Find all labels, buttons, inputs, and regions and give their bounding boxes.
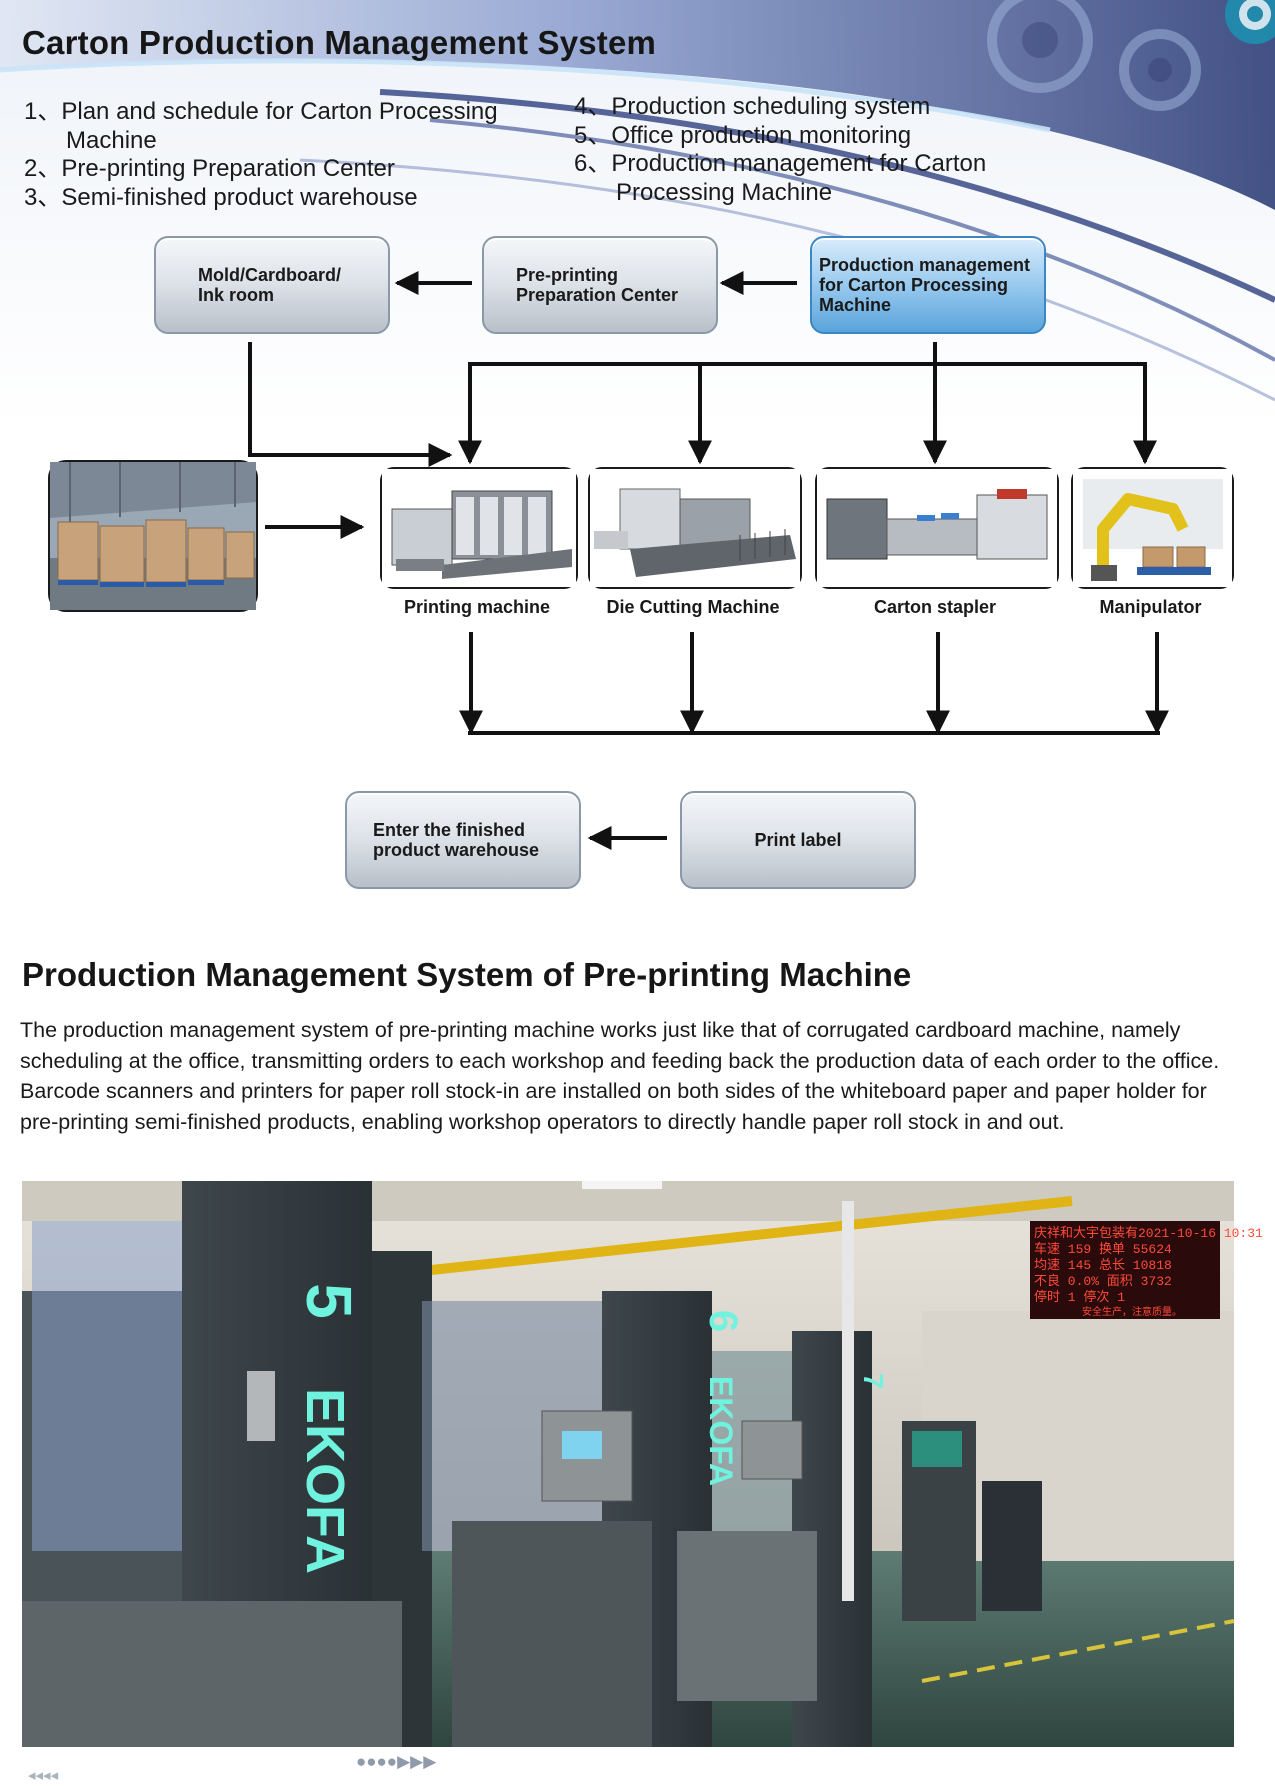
list-item: 2、Pre-printing Preparation Center	[24, 155, 395, 183]
machine-label-die-cutting: Die Cutting Machine	[606, 597, 780, 617]
page-title: Carton Production Management System	[22, 24, 657, 61]
list-item: 4、Production scheduling system	[574, 93, 931, 120]
die-cutting-machine-image	[590, 469, 800, 587]
warehouse-photo	[48, 460, 258, 612]
flow-box-mold-room: Mold/Cardboard/ Ink room	[154, 236, 390, 334]
list-item: 3、Semi-finished product warehouse	[24, 183, 418, 211]
flow-arrows	[248, 271, 1169, 850]
led-line-4: 不良 0.0% 面积 3732	[1034, 1273, 1172, 1289]
module-list-right: 4、Production scheduling system 5、Office …	[574, 93, 986, 207]
printing-machine-image	[382, 469, 576, 587]
machine-label-carton-stapler: Carton stapler	[873, 597, 997, 617]
header-banner-decoration	[0, 0, 1275, 430]
led-line-6: 安全生产，注意质量。	[1082, 1305, 1182, 1319]
list-item: 5、Office production monitoring	[574, 121, 912, 149]
list-item-continuation: Processing Machine	[616, 178, 833, 206]
section-title: Production Management System of Pre-prin…	[22, 956, 912, 993]
unit-6-number: 6	[701, 1310, 745, 1332]
unit-5-number: 5	[293, 1283, 365, 1319]
flow-box-finished-warehouse: Enter the finished product warehouse	[345, 791, 581, 889]
list-item: 6、Production management for Carton	[574, 150, 987, 178]
footer-center-marks: ●●●●▶▶▶	[356, 1752, 437, 1771]
machine-label-manipulator: Manipulator	[1099, 597, 1202, 617]
manipulator-photo	[1071, 467, 1234, 589]
die-cutting-machine-photo	[588, 467, 802, 589]
led-line-5: 停时 1 停次 1	[1034, 1289, 1125, 1305]
unit-6-brand: EKOFA	[703, 1376, 739, 1486]
section-body: The production management system of pre-…	[20, 1018, 1220, 1134]
led-line-3: 均速 145 总长 10818	[1034, 1258, 1172, 1273]
arrow-mold-to-printing	[248, 342, 453, 467]
warehouse-image	[50, 462, 256, 610]
unit-5-brand: EKOFA	[295, 1388, 355, 1574]
machine-label-printing: Printing machine	[403, 597, 551, 617]
factory-photo: 5 EKOFA 6 EKOFA 7 庆祥和大宇包装有2021-10-16 10:…	[22, 1181, 1263, 1747]
printing-machine-photo	[380, 467, 578, 589]
flow-box-preprint-center: Pre-printing Preparation Center	[482, 236, 718, 334]
unit-7-number: 7	[858, 1373, 889, 1389]
carton-stapler-photo	[815, 467, 1059, 589]
led-line-1: 庆祥和大宇包装有2021-10-16 10:31	[1034, 1226, 1263, 1241]
flow-box-production-mgmt: Production management for Carton Process…	[810, 236, 1046, 334]
manipulator-image	[1073, 469, 1232, 587]
module-list-left: 1、Plan and schedule for Carton Processin…	[24, 98, 498, 212]
flow-box-print-label: Print label	[680, 791, 916, 889]
list-item: 1、Plan and schedule for Carton Processin…	[24, 98, 498, 125]
carton-stapler-image	[817, 469, 1057, 587]
led-line-2: 车速 159 换单 55624	[1034, 1241, 1172, 1257]
footer-left-marks: ◂◂◂◂	[28, 1767, 59, 1784]
list-item-continuation: Machine	[66, 126, 157, 154]
